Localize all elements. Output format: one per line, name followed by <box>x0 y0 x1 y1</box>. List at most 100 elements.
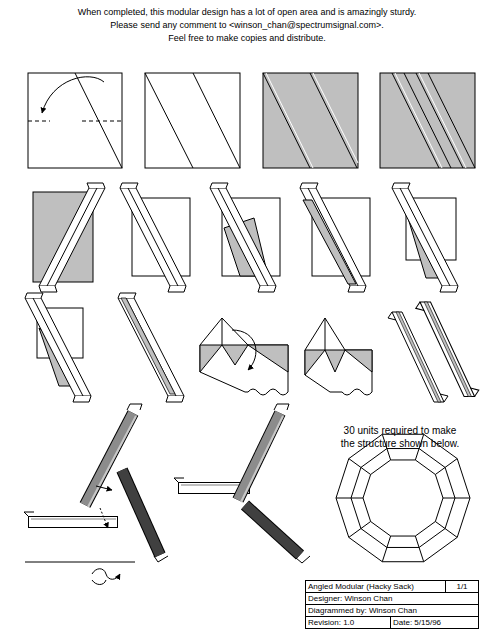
step-square-1-part <box>82 121 122 122</box>
step-square-2 <box>145 73 240 168</box>
step-fold-i-part <box>325 350 345 372</box>
step-square-4-part <box>392 73 439 168</box>
turn-over-symbol-part <box>92 569 120 580</box>
step-fold-h-part <box>222 345 248 365</box>
finished-structure-part <box>415 536 423 562</box>
step-square-4-part <box>404 73 451 168</box>
step-square-3-part <box>263 73 310 168</box>
title-block-part <box>306 604 479 605</box>
step-fold-h-part <box>200 318 288 395</box>
step-fold-b-part <box>120 183 186 292</box>
assembly-step-2-part <box>245 505 300 555</box>
turn-over-symbol <box>25 562 135 585</box>
unit-count-note: 30 units required to make the structure … <box>338 424 462 450</box>
step-fold-d-part <box>300 183 366 292</box>
step-square-4 <box>380 73 475 168</box>
step-fold-g-part <box>118 293 184 402</box>
step-square-4-part <box>419 73 466 168</box>
step-square-2-part <box>145 73 240 168</box>
title-block-part <box>390 617 391 629</box>
assembly-step-1-part <box>122 470 160 555</box>
title-block-part <box>306 581 479 629</box>
assembly-step-2-part <box>241 416 283 502</box>
step-square-1-part <box>42 77 104 113</box>
title-block-part <box>306 616 479 617</box>
turn-over-symbol-part <box>92 580 106 585</box>
step-fold-g-part <box>121 298 175 394</box>
step-square-3-part <box>263 73 358 168</box>
step-square-1 <box>28 73 122 168</box>
date-cell: Date: 5/15/96 <box>393 617 477 628</box>
finished-structure-part <box>443 498 470 499</box>
assembly-step-1 <box>24 404 168 562</box>
finished-structure-part <box>349 459 371 475</box>
designer-cell: Designer: Winson Chan <box>308 593 476 604</box>
step-square-3-part <box>313 73 358 163</box>
title-cell: Angled Modular (Hacky Sack) <box>308 581 444 592</box>
step-square-3 <box>263 73 358 168</box>
finished-structure-part <box>363 460 443 536</box>
assembly-step-2-part <box>296 556 310 563</box>
step-fold-f-part <box>25 293 91 402</box>
finished-structure-part <box>382 536 390 562</box>
title-block-part <box>306 592 479 593</box>
step-square-4-part <box>416 73 463 168</box>
finished-units-part <box>416 302 479 397</box>
step-fold-h-part <box>248 345 288 372</box>
assembly-step-2-part <box>274 404 289 410</box>
step-fold-c <box>210 183 280 292</box>
assembly-step-2-part <box>181 484 248 486</box>
turn-over-symbol-part <box>25 562 135 563</box>
step-square-2-part <box>145 73 193 168</box>
header-note: Feel free to make copies and distribute. <box>0 32 494 44</box>
assembly-step-2-part <box>238 413 280 500</box>
step-fold-h-part <box>232 330 256 370</box>
step-fold-e-part <box>392 183 458 292</box>
step-fold-h-part <box>222 318 223 345</box>
assembly-step-1-part <box>29 517 117 527</box>
step-fold-a-part <box>39 183 105 292</box>
assembly-step-2 <box>174 404 310 563</box>
step-fold-f <box>25 293 91 402</box>
assembly-step-1-part <box>127 404 142 410</box>
finished-units <box>388 302 479 402</box>
finished-structure-part <box>435 522 457 538</box>
page-cell: 1/1 <box>446 581 478 592</box>
step-fold-d-part <box>303 200 356 284</box>
step-square-2-part <box>193 73 240 168</box>
header-note: When completed, this modular design has … <box>0 6 494 18</box>
assembly-step-1-part <box>96 486 112 490</box>
assembly-step-1-part <box>31 518 116 520</box>
step-fold-h-part <box>200 345 222 372</box>
revision-cell: Revision: 1.0 <box>308 617 390 628</box>
finished-structure-part <box>351 449 455 548</box>
step-square-3-part <box>266 73 313 168</box>
step-square-4-part <box>380 73 475 168</box>
step-square-3-part <box>310 73 357 168</box>
step-fold-a <box>33 183 105 292</box>
step-fold-e <box>392 183 458 292</box>
step-square-1-part <box>28 73 122 168</box>
finished-structure-part <box>336 498 363 499</box>
assembly-step-2-part <box>174 478 184 482</box>
diagrammer-cell: Diagrammed by: Winson Chan <box>308 605 476 616</box>
step-fold-c-part <box>210 183 276 292</box>
assembly-step-1-part <box>100 508 108 528</box>
step-fold-i-part <box>305 318 372 395</box>
step-square-1-part <box>28 121 50 122</box>
step-fold-b <box>120 183 190 292</box>
finished-structure <box>336 434 470 561</box>
step-fold-h <box>200 318 288 395</box>
assembly-step-1-part <box>122 470 160 555</box>
step-fold-i-part <box>305 350 325 375</box>
header-note: Please send any comment to <winson_chan@… <box>0 19 494 31</box>
assembly-step-1-part <box>28 516 118 528</box>
step-fold-i <box>305 318 372 395</box>
finished-structure-part <box>349 522 371 538</box>
title-block <box>306 581 479 629</box>
step-fold-i-part <box>345 350 372 372</box>
assembly-step-1-part <box>24 512 34 516</box>
finished-structure-part <box>435 459 457 475</box>
